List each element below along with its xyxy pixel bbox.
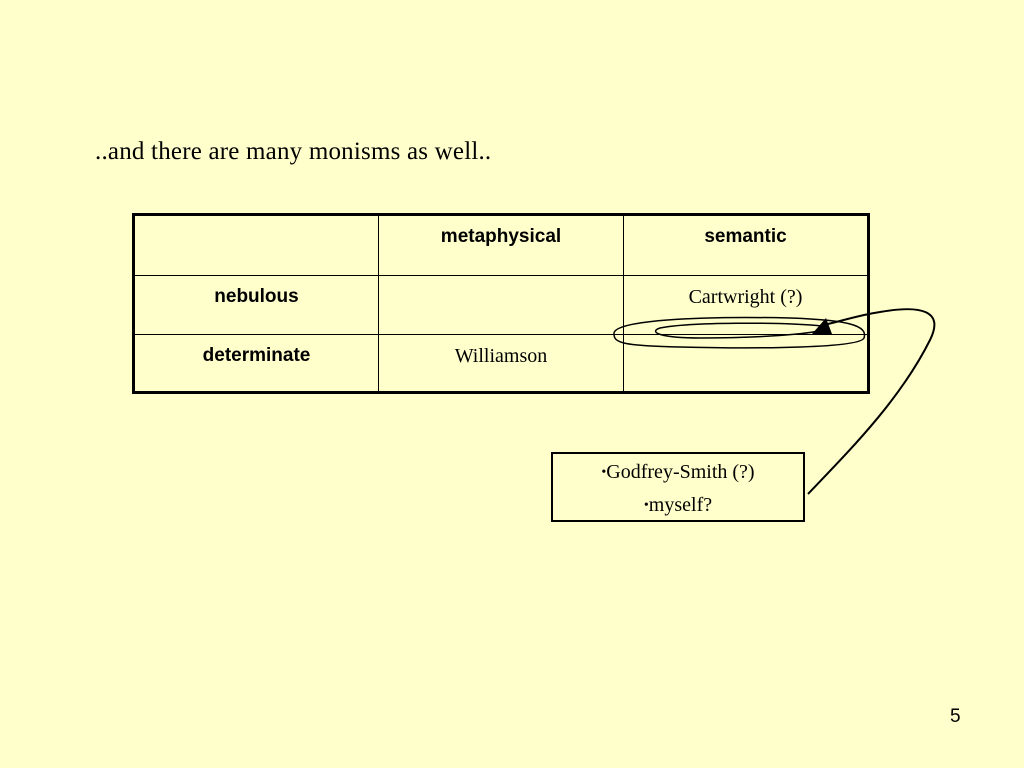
bullet-icon: •	[643, 498, 649, 513]
bullet-icon: •	[601, 465, 607, 480]
note-text: myself?	[648, 494, 713, 516]
header-metaphysical: metaphysical	[378, 214, 624, 276]
table-row: determinate Williamson	[133, 334, 869, 393]
notes-box: •Godfrey-Smith (?) •myself?	[551, 452, 805, 522]
highlight-swirl	[654, 322, 823, 339]
note-item: •Godfrey-Smith (?)	[553, 456, 803, 489]
cell-nebulous-semantic: Cartwright (?)	[623, 275, 869, 335]
note-item: •myself?	[553, 489, 803, 522]
table-row: nebulous Cartwright (?)	[133, 275, 869, 335]
arrowhead-icon	[812, 318, 832, 334]
page-number: 5	[950, 706, 961, 727]
note-text: Godfrey-Smith (?)	[606, 461, 755, 483]
row-label-determinate: determinate	[133, 334, 379, 393]
cell-determinate-semantic	[623, 334, 869, 393]
monism-table: metaphysical semantic nebulous Cartwrigh…	[132, 213, 870, 394]
cell-determinate-metaphysical: Williamson	[378, 334, 624, 393]
row-label-nebulous: nebulous	[133, 275, 379, 335]
header-semantic: semantic	[623, 214, 869, 276]
connector-arrow	[807, 308, 936, 495]
slide-heading: ..and there are many monisms as well..	[95, 138, 492, 165]
cell-nebulous-metaphysical	[378, 275, 624, 335]
highlight-ellipse	[613, 316, 866, 349]
